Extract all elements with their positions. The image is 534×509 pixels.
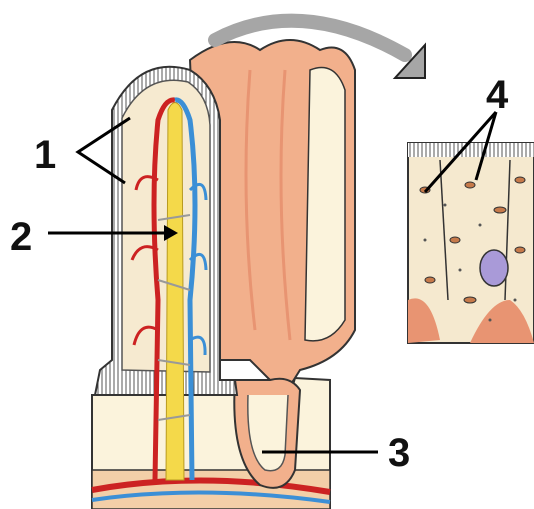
- nucleus: [480, 250, 508, 286]
- label-2: 2: [10, 215, 32, 259]
- inset-panel: [408, 143, 534, 343]
- label-3: 3: [388, 431, 410, 475]
- lacteal: [166, 103, 184, 481]
- label-4: 4: [486, 73, 509, 117]
- label-1: 1: [34, 133, 56, 177]
